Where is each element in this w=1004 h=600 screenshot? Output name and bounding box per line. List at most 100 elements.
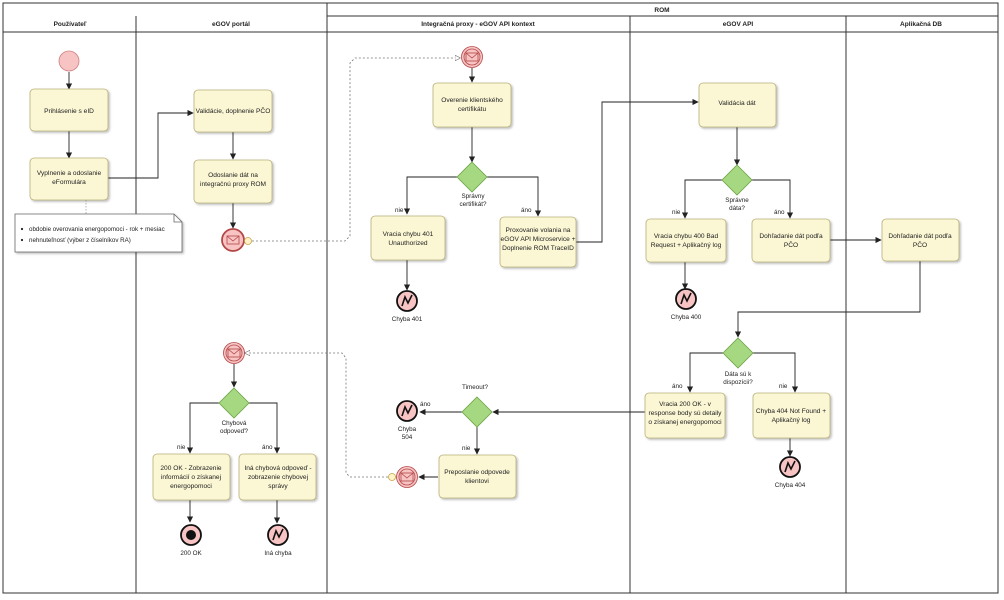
error-icon — [401, 294, 413, 307]
task-label: Validácia dát — [718, 100, 755, 107]
error-icon — [401, 404, 413, 417]
end-event-other[interactable]: Iná chyba — [264, 524, 292, 557]
end-event-404[interactable]: Chyba 404 — [775, 456, 806, 489]
lane-header-app-db: Aplikačná DB — [900, 21, 942, 28]
flow-gw-showerror — [249, 402, 281, 454]
flow-proxy-validate — [576, 98, 699, 243]
task-label: Iná chybová odpoveď -zobrazenie chybovej… — [244, 465, 311, 490]
task-label: Prihlásenie s eID — [44, 108, 94, 115]
flow-label-yes: áno — [262, 444, 273, 451]
task-validate-data[interactable]: Validácia dát — [698, 82, 777, 128]
start-event[interactable] — [58, 50, 80, 72]
task-label: Chyba 404 Not Found +Aplikačný log — [756, 408, 826, 424]
envelope-icon — [227, 348, 241, 358]
task-login[interactable]: Prihlásenie s eID — [29, 88, 109, 132]
flow-gw-401 — [403, 176, 458, 215]
envelope-icon — [465, 52, 479, 62]
task-show-error[interactable]: Iná chybová odpoveď -zobrazenie chybovej… — [238, 453, 317, 501]
message-flow-portal-proxy — [252, 58, 460, 242]
note-box — [14, 213, 183, 253]
lane-header-pouzivatel: Používateľ — [54, 21, 87, 28]
flow-connector-dot — [388, 473, 396, 481]
error-icon — [784, 460, 796, 473]
flow-label-yes: áno — [774, 209, 785, 216]
flow-labels: nie áno nie áno áno nie áno nie nie áno — [177, 207, 788, 452]
events — [58, 46, 483, 488]
message-end-event-portal[interactable] — [221, 228, 252, 252]
task-err404[interactable]: Chyba 404 Not Found +Aplikačný log — [752, 392, 831, 439]
message-start-event-proxy[interactable] — [461, 46, 483, 68]
sequence-flows — [65, 68, 921, 524]
flow-label-no: nie — [395, 207, 404, 214]
flow-label-no: nie — [177, 444, 186, 451]
flow-label-yes: áno — [420, 401, 431, 408]
flow-gw-proxy — [486, 176, 542, 217]
lane-header-proxy: Integračná proxy - eGOV API kontext — [421, 21, 535, 28]
envelope-icon — [400, 472, 414, 482]
gateway-label: Timeout? — [462, 384, 489, 391]
end-event-401[interactable]: Chyba 401 — [392, 290, 423, 323]
message-flows — [245, 58, 460, 478]
gateway-timeout[interactable]: Timeout? — [461, 384, 493, 428]
flow-gw-400 — [681, 179, 723, 219]
note-bullet — [20, 227, 24, 231]
flow-gw-show200 — [186, 402, 219, 454]
error-icon — [272, 528, 284, 541]
flow-label-no: nie — [779, 383, 788, 390]
task-validate-pco[interactable]: Validácie, doplnenie PČO — [193, 89, 273, 133]
end-event-label: Chyba 404 — [775, 482, 806, 489]
lane-header-egov-api: eGOV API — [723, 21, 754, 28]
end-event-label: Iná chyba — [264, 550, 292, 557]
envelope-icon — [226, 235, 240, 245]
end-event-200[interactable]: 200 OK — [180, 524, 202, 557]
message-end-event-proxy[interactable] — [388, 466, 418, 488]
terminate-icon — [186, 530, 196, 540]
flow-label-no: nie — [462, 445, 471, 452]
message-flow-proxy-portal — [245, 353, 396, 478]
message-catch-event-portal[interactable] — [223, 342, 245, 364]
flow-gw-404 — [752, 352, 799, 393]
flow-gw-lookup — [751, 179, 794, 219]
flow-label-yes: áno — [672, 383, 683, 390]
lane-header-egov-portal: eGOV portál — [212, 21, 250, 28]
flow-gw-200 — [686, 352, 724, 393]
flow-label-no: nie — [672, 209, 681, 216]
end-event-label: 200 OK — [180, 550, 202, 557]
end-event-400[interactable]: Chyba 400 — [671, 288, 702, 321]
pool-title: ROM — [654, 7, 669, 14]
end-event-label: Chyba 401 — [392, 316, 423, 323]
task-label: Validácie, doplnenie PČO — [196, 106, 271, 115]
note-bullet — [20, 238, 24, 242]
